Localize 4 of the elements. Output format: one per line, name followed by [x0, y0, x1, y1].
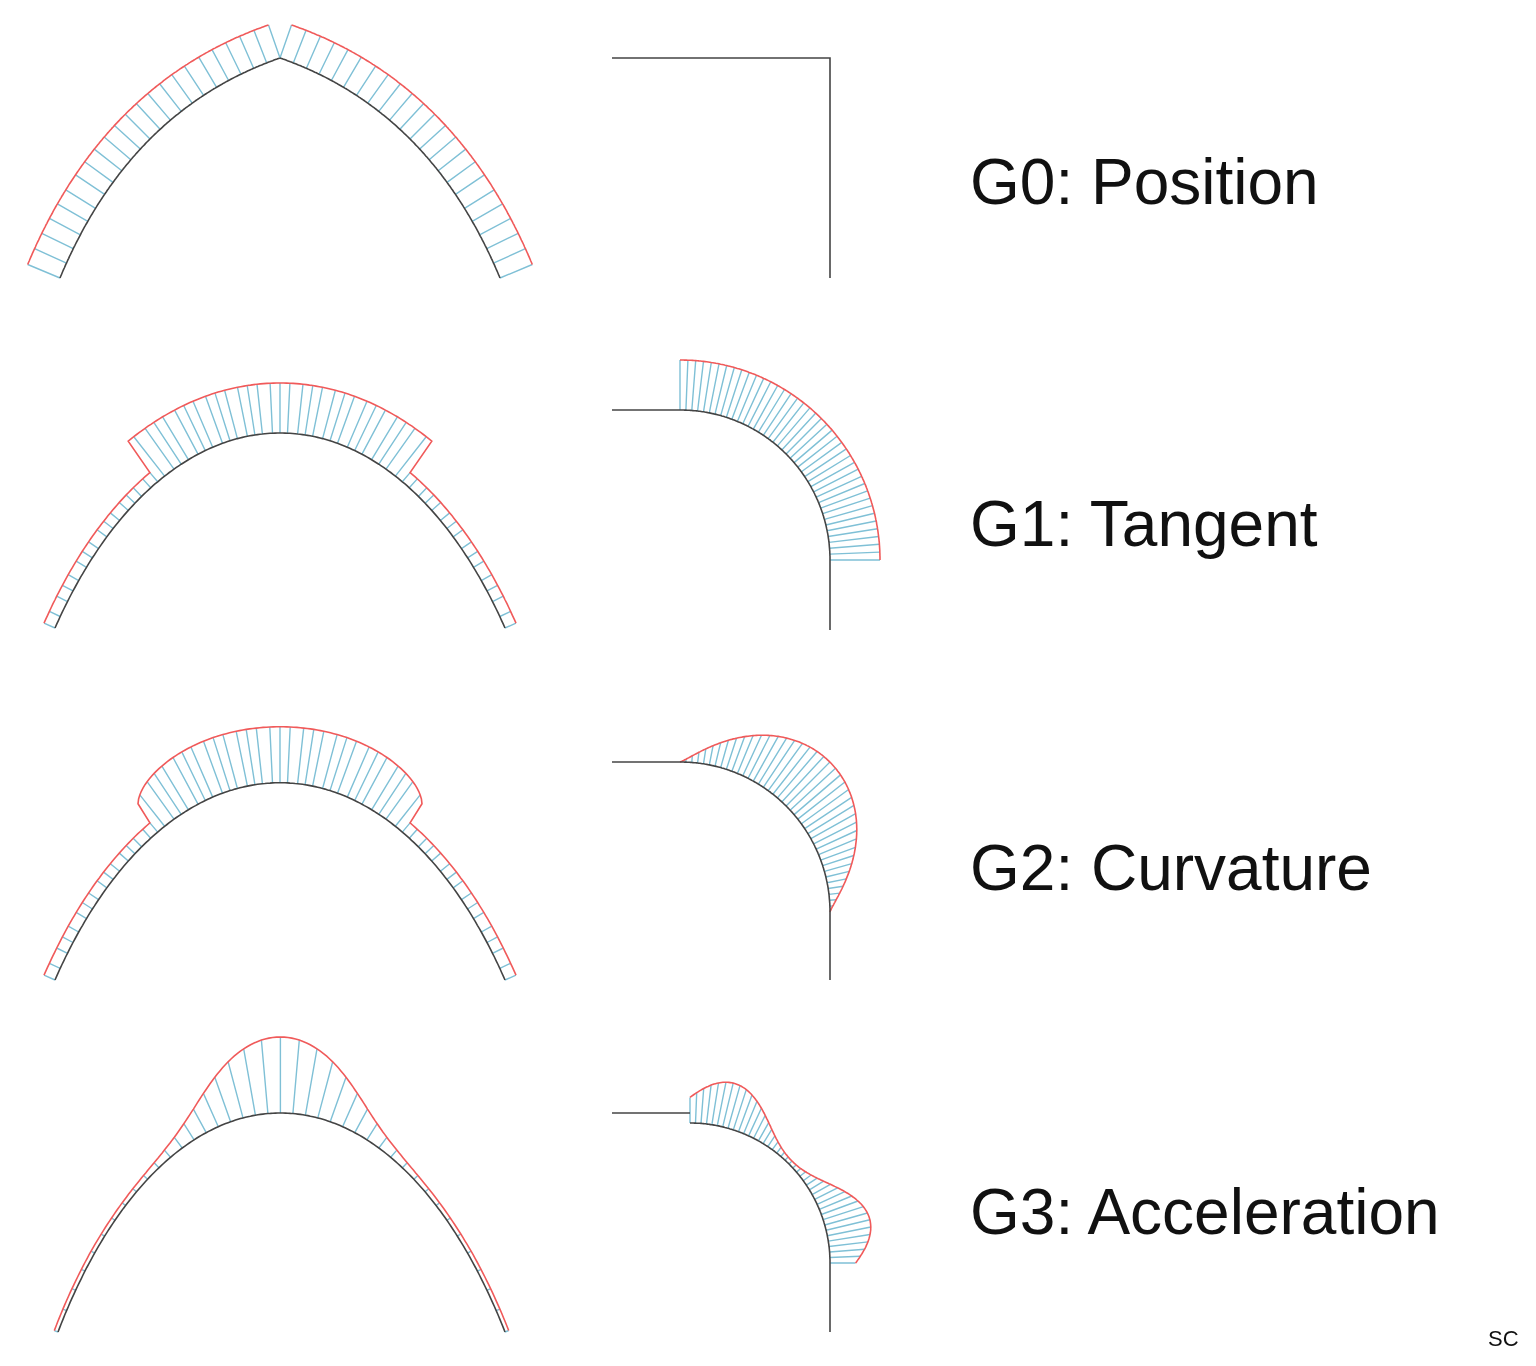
continuity-label: G2: Curvature [970, 836, 1372, 900]
signature-text: SC [1488, 1328, 1519, 1350]
continuity-label: G0: Position [970, 150, 1319, 214]
continuity-label: G3: Acceleration [970, 1180, 1440, 1244]
